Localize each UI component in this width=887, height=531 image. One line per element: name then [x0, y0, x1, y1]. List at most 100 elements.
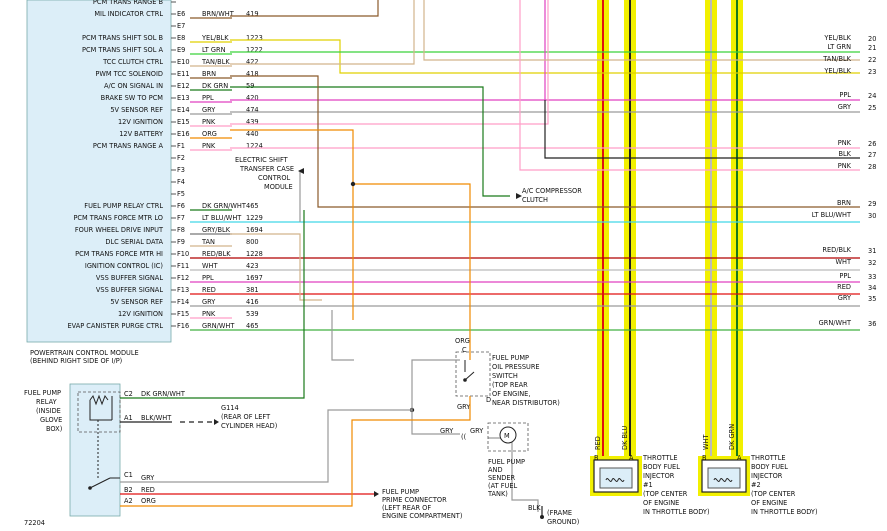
svg-text:D: D: [486, 396, 491, 404]
pcm-circuit-number: 420: [246, 94, 259, 102]
pcm-pin-id: E12: [177, 82, 190, 90]
pcm-pin-label: VSS BUFFER SIGNAL: [96, 274, 163, 282]
pcm-pin-id: E16: [177, 130, 190, 138]
pcm-circuit-number: 423: [246, 262, 259, 270]
svg-text:OIL PRESSURE: OIL PRESSURE: [492, 363, 540, 371]
pcm-pin-id: F16: [177, 322, 189, 330]
svg-text:GROUND): GROUND): [547, 518, 579, 526]
svg-text:DK GRN/WHT: DK GRN/WHT: [141, 390, 186, 398]
pcm-pin-label: 5V SENSOR REF: [110, 298, 163, 306]
pcm-pin-label: 12V IGNITION: [118, 310, 163, 318]
svg-text:RED: RED: [594, 436, 602, 450]
svg-text:NEAR DISTRIBUTOR): NEAR DISTRIBUTOR): [492, 399, 560, 407]
right-wire-number: 24: [868, 92, 876, 100]
pcm-pin-label: A/C ON SIGNAL IN: [104, 82, 163, 90]
right-wire-color: WHT: [835, 258, 851, 266]
diagram-id: 72204: [24, 519, 45, 527]
svg-text:FUEL PUMP: FUEL PUMP: [24, 389, 61, 397]
svg-text:A: A: [629, 454, 634, 462]
fuel-pump-relay: FUEL PUMP RELAY (INSIDE GLOVE BOX) C2 DK…: [24, 383, 186, 517]
svg-text:B: B: [702, 454, 707, 462]
arrow-icon: [298, 168, 304, 174]
pcm-wire-color: BRN: [202, 70, 216, 78]
right-wire-color: PNK: [838, 139, 852, 147]
pcm-pin-id: E13: [177, 94, 190, 102]
svg-text:DK BLU: DK BLU: [621, 426, 629, 450]
pcm-wire-color: GRY/BLK: [202, 226, 231, 234]
pcm-circuit-number: 1697: [246, 274, 263, 282]
pcm-wire-color: GRY: [202, 298, 216, 306]
svg-text:INJECTOR: INJECTOR: [751, 472, 783, 480]
pcm-circuit-number: 416: [246, 298, 259, 306]
electric-shift-label: MODULE: [264, 183, 293, 191]
svg-text:IN THROTTLE BODY): IN THROTTLE BODY): [643, 508, 710, 516]
ground-arrow-icon: [214, 419, 219, 425]
prime-connector-label: ENGINE COMPARTMENT): [382, 512, 462, 520]
pcm-pin-id: F8: [177, 226, 185, 234]
pcm-circuit-number: 800: [246, 238, 259, 246]
svg-text:(TOP CENTER: (TOP CENTER: [751, 490, 796, 498]
right-wire-color: BRN: [837, 199, 851, 207]
pcm-pin-label: BRAKE SW TO PCM: [101, 94, 164, 102]
right-wire-color: TAN/BLK: [822, 55, 851, 63]
right-wire-color: YEL/BLK: [823, 34, 851, 42]
svg-text:OF ENGINE: OF ENGINE: [643, 499, 679, 507]
svg-text:#1: #1: [643, 481, 653, 489]
pcm-pin-id: E11: [177, 70, 190, 78]
right-wire-number: 21: [868, 44, 876, 52]
svg-text:SWITCH: SWITCH: [492, 372, 518, 380]
svg-text:THROTTLE: THROTTLE: [750, 454, 786, 462]
pcm-wire-color: PPL: [202, 274, 214, 282]
right-wire-color: RED: [837, 283, 851, 291]
ac-clutch-label: CLUTCH: [522, 196, 548, 204]
pcm-pin-id: F14: [177, 298, 189, 306]
pcm-wire-color: PNK: [202, 310, 216, 318]
svg-text:GLOVE: GLOVE: [40, 416, 62, 424]
svg-text:A: A: [737, 454, 742, 462]
svg-text:OF ENGINE,: OF ENGINE,: [492, 390, 530, 398]
svg-text:(AT FUEL: (AT FUEL: [488, 482, 517, 490]
right-wire-number: 23: [868, 68, 876, 76]
right-wire-color: GRN/WHT: [819, 319, 852, 327]
pcm-pin-id: E15: [177, 118, 190, 126]
pcm-location: (BEHIND RIGHT SIDE OF I/P): [30, 357, 122, 365]
right-wire-number: 25: [868, 104, 876, 112]
svg-text:DK GRN: DK GRN: [728, 424, 736, 450]
svg-text:BODY FUEL: BODY FUEL: [643, 463, 680, 471]
svg-text:WHT: WHT: [702, 434, 710, 450]
injector-feed-highlights: [597, 0, 743, 462]
svg-text:RED: RED: [141, 486, 155, 494]
pcm-pin-label: PWM TCC SOLENOID: [95, 70, 163, 78]
pcm-circuit-number: 419: [246, 10, 259, 18]
svg-text:SENDER: SENDER: [488, 474, 516, 482]
svg-text:GRY: GRY: [141, 474, 155, 482]
svg-text:#2: #2: [751, 481, 761, 489]
pcm-wire-color: LT BLU/WHT: [202, 214, 242, 222]
pcm-circuit-number: 59: [246, 82, 254, 90]
pcm-pin-label: MIL INDICATOR CTRL: [94, 10, 163, 18]
right-wire-number: 30: [868, 212, 876, 220]
ground-label: (REAR OF LEFT: [221, 413, 271, 421]
pcm-circuit-number: 1222: [246, 46, 263, 54]
oil-pressure-switch: ORG C D GRY FUEL PUMP OIL PRESSURE SWITC…: [455, 337, 560, 411]
prime-connector-label: FUEL PUMP: [382, 488, 419, 496]
pcm-circuit-number: 1224: [246, 142, 263, 150]
electric-shift-label: TRANSFER CASE: [239, 165, 294, 173]
pcm-wire-color: PNK: [202, 118, 216, 126]
pcm-pin-id: E14: [177, 106, 190, 114]
pcm-pin-label: 12V IGNITION: [118, 118, 163, 126]
ac-clutch-label: A/C COMPRESSOR: [522, 187, 582, 195]
pcm-circuit-number: 474: [246, 106, 259, 114]
pcm-circuit-number: 1229: [246, 214, 263, 222]
injector-2: WHT DK GRN B A THROTTLE BODY FUEL INJECT…: [698, 424, 818, 516]
pcm-pin-id: F9: [177, 238, 185, 246]
pcm-wire-color: GRN/WHT: [202, 322, 235, 330]
pcm-wire-color: RED: [202, 286, 216, 294]
pcm-wire-color: TAN: [201, 238, 215, 246]
right-wire-color: PPL: [839, 272, 851, 280]
right-wire-color: BLK: [838, 150, 851, 158]
right-wire-number: 29: [868, 200, 876, 208]
svg-text:RELAY: RELAY: [36, 398, 58, 406]
right-wire-number: 28: [868, 163, 876, 171]
